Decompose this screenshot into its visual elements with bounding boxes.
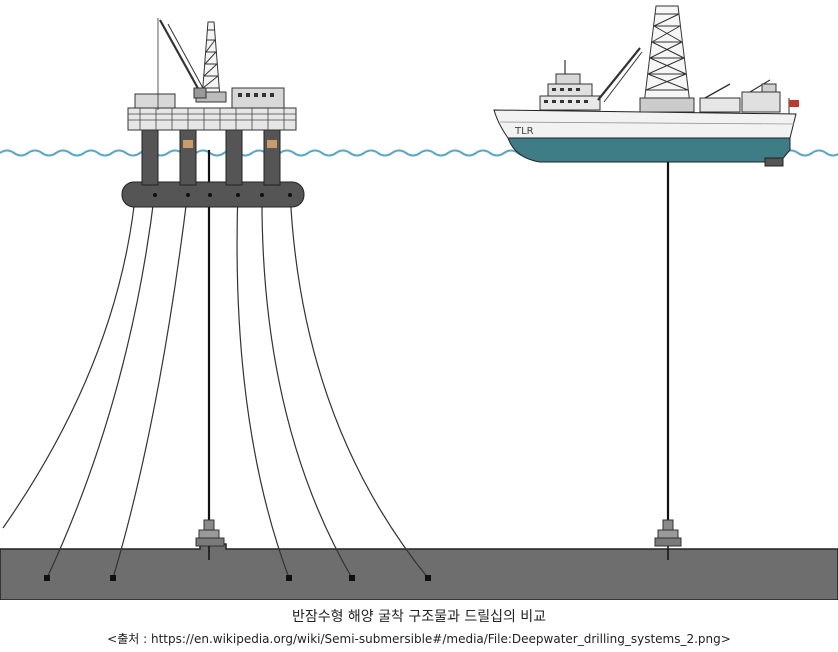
drillship-derrick — [639, 5, 695, 113]
drillship-wellhead — [654, 519, 682, 560]
pontoon — [121, 181, 305, 208]
drillship: TLR — [493, 5, 799, 560]
diagram-canvas: TLR — [0, 5, 838, 600]
seabed — [0, 543, 838, 600]
figure-caption: 반잠수형 해양 굴착 구조물과 드릴십의 비교 — [291, 609, 547, 625]
stern-thruster — [764, 157, 784, 167]
rig-crane — [157, 18, 207, 110]
hull-upper — [493, 109, 797, 139]
bridge-superstructure — [539, 60, 601, 111]
flag — [788, 98, 799, 114]
aft-deck-equipment — [699, 79, 781, 113]
columns — [141, 129, 281, 186]
anchors — [44, 575, 431, 581]
drillship-crane — [597, 47, 643, 103]
figure-source: <출처 : https://en.wikipedia.org/wiki/Semi… — [107, 632, 731, 646]
mooring-lines — [2, 187, 429, 579]
rig-deck — [127, 87, 297, 131]
hull-lower — [507, 137, 791, 163]
semi-submersible-rig — [2, 18, 431, 581]
wellhead-bop — [195, 519, 225, 560]
hull-marking: TLR — [514, 126, 534, 137]
